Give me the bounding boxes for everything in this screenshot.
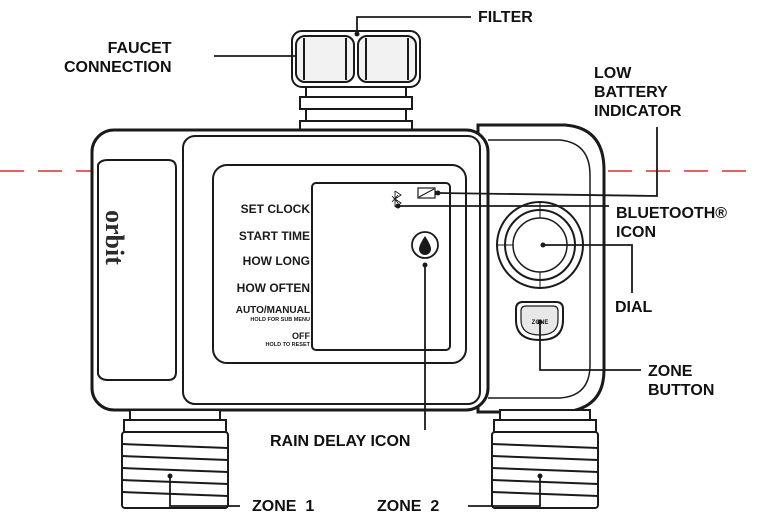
lcd-off-sub: HOLD TO RESET	[265, 342, 310, 348]
label-bluetooth-icon: BLUETOOTH® ICON	[616, 205, 728, 241]
label-filter: FILTER	[478, 9, 533, 26]
brand-logo: orbit	[100, 210, 129, 265]
label-zone-2: ZONE 2	[377, 498, 440, 515]
faucet-connection	[291, 30, 421, 132]
lcd-start-time: START TIME	[239, 229, 310, 243]
label-dial: DIAL	[615, 299, 653, 316]
leader-filter	[356, 16, 471, 34]
label-rain-delay-icon: RAIN DELAY ICON	[270, 433, 411, 450]
lcd-set-clock: SET CLOCK	[241, 202, 311, 216]
leader-dots	[167, 31, 546, 479]
leader-zone-2	[468, 476, 541, 507]
lcd-off: OFF	[292, 331, 310, 341]
lcd-how-often: HOW OFTEN	[237, 281, 310, 295]
lcd-auto-manual: AUTO/MANUAL	[236, 305, 310, 316]
leader-zone-button	[539, 322, 641, 371]
side-grip	[97, 159, 177, 381]
leader-dial	[543, 244, 633, 293]
leader-zone-1	[169, 476, 240, 507]
label-zone-button: ZONE BUTTON	[648, 363, 715, 399]
label-low-battery-indicator: LOW BATTERY INDICATOR	[594, 65, 682, 120]
dial-housing-inner	[488, 139, 591, 399]
lcd-how-long: HOW LONG	[243, 254, 310, 268]
rain-delay-icon	[411, 231, 439, 259]
leader-low-battery	[437, 127, 658, 197]
leader-lines	[169, 16, 658, 507]
dial[interactable]	[496, 201, 584, 289]
zone-1-outlet	[121, 409, 229, 509]
lcd-auto-manual-sub: HOLD FOR SUB MENU	[250, 317, 310, 323]
zone-2-outlet	[491, 409, 599, 509]
label-faucet-connection: FAUCET CONNECTION	[64, 40, 172, 76]
bluetooth-icon	[391, 190, 402, 208]
label-zone-1: ZONE 1	[252, 498, 315, 515]
lcd-screen	[311, 182, 451, 351]
